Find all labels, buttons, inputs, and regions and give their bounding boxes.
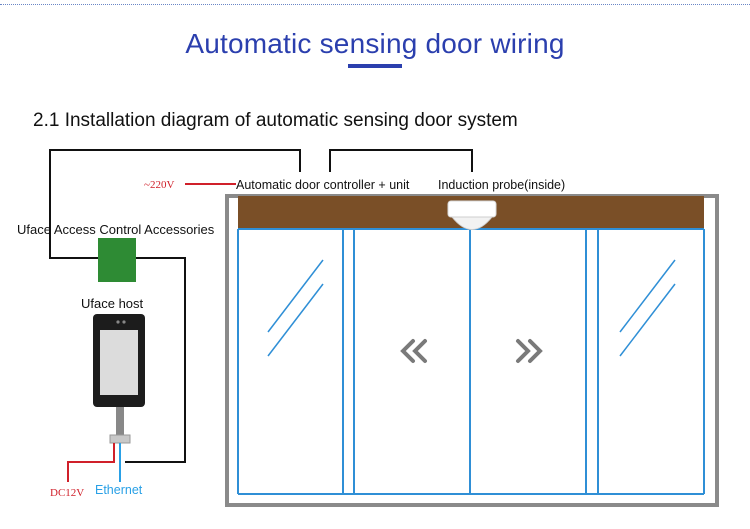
glass-reflection-left xyxy=(267,259,324,357)
accessories-label: Uface Access Control Accessories xyxy=(17,222,215,237)
host-label: Uface host xyxy=(81,296,144,311)
section-heading: 2.1 Installation diagram of automatic se… xyxy=(33,110,518,131)
ac-voltage-label: ~220V xyxy=(144,179,174,191)
host-return-wire xyxy=(125,257,186,463)
uface-host-device xyxy=(93,314,145,444)
double-chevron-left-icon xyxy=(400,339,427,363)
probe-wire xyxy=(329,149,473,172)
top-dotted-rule xyxy=(0,4,750,5)
controller-wire xyxy=(49,149,301,259)
induction-probe xyxy=(447,200,497,230)
double-chevron-right-icon xyxy=(516,339,543,363)
dc-power-cable xyxy=(67,443,115,482)
probe-label: Induction probe(inside) xyxy=(438,178,565,192)
glass-panels xyxy=(237,228,705,495)
dc-voltage-label: DC12V xyxy=(50,487,84,499)
ethernet-label: Ethernet xyxy=(95,483,143,497)
controller-label: Automatic door controller + unit xyxy=(236,178,410,192)
door-frame xyxy=(225,194,719,507)
page-title: Automatic sensing door wiring xyxy=(185,28,565,59)
access-control-accessory-box xyxy=(98,238,136,282)
glass-reflection-right xyxy=(619,259,676,357)
title-underline xyxy=(348,64,402,68)
